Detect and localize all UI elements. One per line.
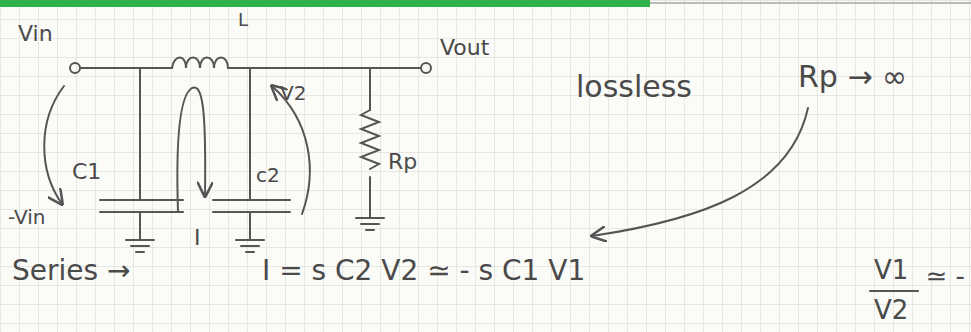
capacitor-symbol: [100, 199, 183, 201]
ground-symbol: [356, 218, 384, 230]
note: lossless: [576, 70, 692, 103]
current-label: I: [194, 226, 201, 250]
wire: [249, 68, 251, 200]
equation: I = s C2 V2 ≃ - s C1 V1: [262, 256, 585, 287]
ground-symbol: [236, 240, 264, 252]
note: Rp → ∞: [798, 60, 907, 93]
resistor-symbol: [361, 110, 379, 169]
fraction-bar: [870, 290, 918, 292]
input-terminal: [70, 63, 80, 73]
equation: V1: [874, 256, 908, 285]
leader-arrow: [592, 108, 808, 236]
equation: ≃ -: [926, 262, 965, 291]
signal-name: V2: [280, 82, 306, 104]
wire: [80, 67, 172, 69]
wire: [249, 212, 251, 240]
inductor-symbol: [172, 58, 228, 69]
capacitor-symbol: [213, 199, 290, 201]
wire: [139, 68, 141, 200]
part-name: Rp: [388, 150, 417, 174]
note: Series →: [12, 256, 130, 287]
signal-name: Vout: [440, 36, 489, 60]
part-name: c2: [256, 164, 280, 186]
output-terminal: [421, 63, 431, 73]
wire: [369, 177, 371, 218]
equation: V2: [874, 296, 908, 325]
ground-symbol: [126, 240, 154, 252]
part-name: C1: [72, 160, 101, 184]
signal-name: -Vin: [8, 206, 46, 228]
capacitor-symbol: [100, 211, 183, 213]
voltage-arrow: [272, 86, 310, 214]
voltage-arrow: [44, 86, 64, 204]
green-bar: [0, 0, 650, 7]
capacitor-symbol: [213, 211, 290, 213]
signal-name: Vin: [18, 22, 53, 46]
wire: [369, 68, 371, 110]
current-loop-arrow: [177, 87, 205, 212]
wire: [139, 212, 141, 240]
wire: [228, 67, 420, 69]
top-line: [650, 2, 971, 4]
inductor-label: L: [238, 10, 248, 30]
